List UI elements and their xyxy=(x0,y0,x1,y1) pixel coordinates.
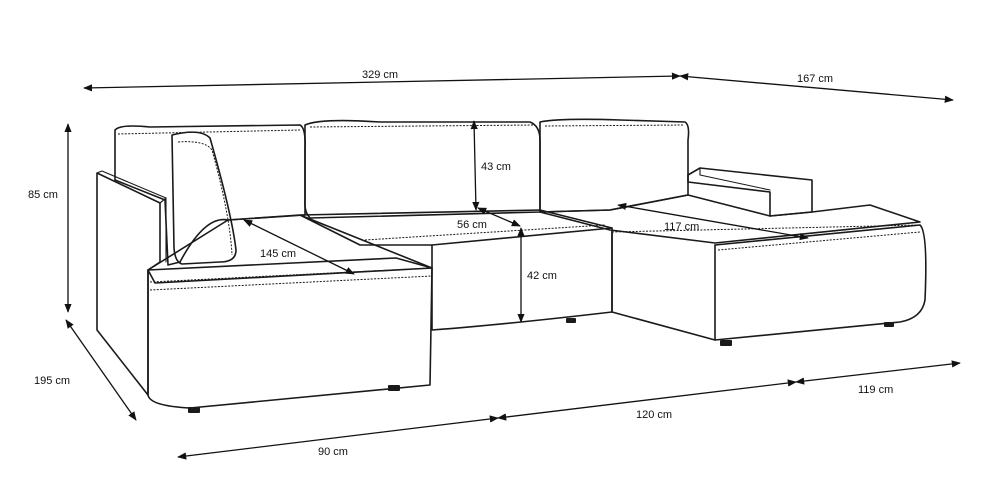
sofa-foot xyxy=(388,385,400,391)
dim-line-middle-width xyxy=(497,379,797,421)
label-total-width: 329 cm xyxy=(362,69,398,81)
dim-line-right-chaise-length xyxy=(617,202,809,241)
middle-seat xyxy=(299,209,613,246)
dim-line-depth-left xyxy=(65,319,137,421)
left-chaise-front xyxy=(147,257,433,409)
dim-line-right-depth xyxy=(679,73,954,103)
sofa-outline xyxy=(96,118,927,413)
label-seat-height: 42 cm xyxy=(527,270,557,282)
dim-line-right-chaise-width xyxy=(795,360,961,385)
dim-line-chaise-length xyxy=(243,219,355,275)
label-left-chaise-width: 90 cm xyxy=(318,446,348,458)
loose-pillow xyxy=(171,131,237,265)
left-side-panel xyxy=(96,172,161,396)
sofa-foot xyxy=(566,318,576,323)
right-armrest xyxy=(687,167,813,217)
right-chaise-front xyxy=(611,231,716,341)
left-chaise-top xyxy=(147,214,433,284)
label-right-depth: 167 cm xyxy=(797,73,833,85)
middle-back-cushion xyxy=(304,119,541,219)
label-chaise-length: 145 cm xyxy=(260,248,296,260)
sofa-foot xyxy=(884,322,894,327)
sofa-foot xyxy=(720,340,732,346)
label-backrest-height: 43 cm xyxy=(481,161,511,173)
right-back-cushion xyxy=(539,118,690,213)
label-depth-left: 195 cm xyxy=(34,375,70,387)
label-middle-width: 120 cm xyxy=(636,409,672,421)
label-seat-depth: 56 cm xyxy=(457,219,487,231)
dim-line-total-width xyxy=(83,72,681,92)
label-right-chaise-width: 119 cm xyxy=(858,384,893,396)
sofa-foot xyxy=(188,407,200,413)
label-right-chaise-length: 117 cm xyxy=(664,221,699,233)
dim-line-backrest-height xyxy=(470,120,480,211)
label-height: 85 cm xyxy=(28,189,58,201)
dim-line-seat-depth xyxy=(477,207,521,227)
dimension-lines: 329 cm 167 cm 85 cm 195 cm 90 cm 120 cm … xyxy=(28,69,961,460)
right-chaise-top xyxy=(539,194,921,244)
dim-line-left-chaise-width xyxy=(177,415,499,460)
